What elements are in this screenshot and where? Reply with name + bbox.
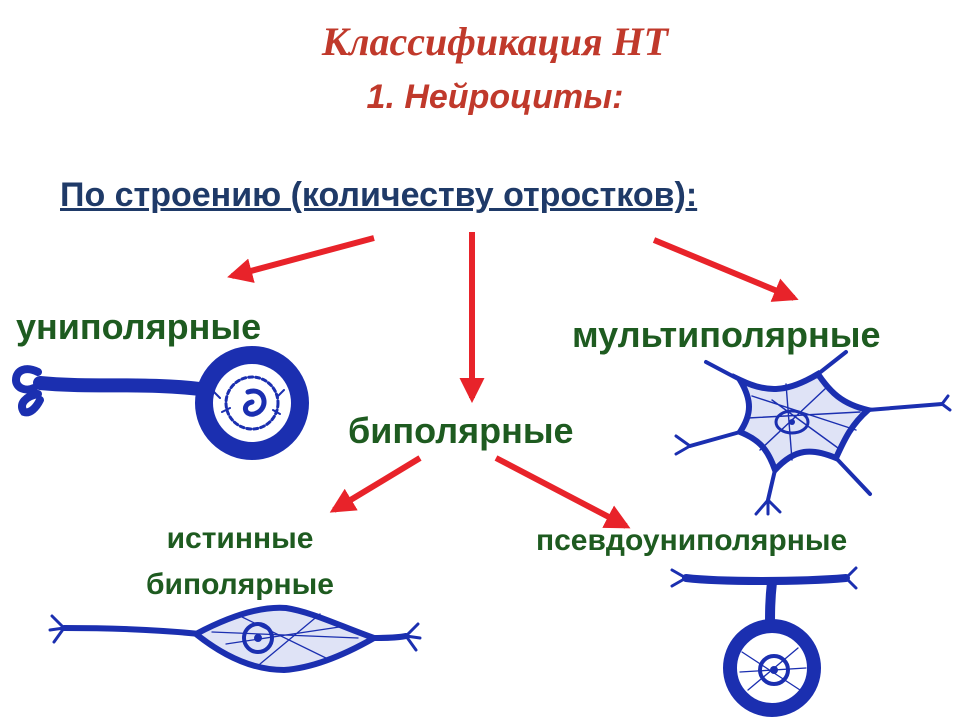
arrow-to-unipolar <box>227 235 375 283</box>
arrows <box>227 232 799 529</box>
classification-subtitle: По строению (количеству отростков): <box>60 176 698 214</box>
true-bipolar-neuron-drawing <box>48 604 422 674</box>
label-true-bipolar-line2: биполярные <box>146 568 334 601</box>
label-bipolar: биполярные <box>348 410 574 451</box>
label-unipolar: униполярные <box>16 306 262 347</box>
arrow-to-true-bipolar <box>329 455 422 513</box>
slide-title: Классификация НТ <box>321 19 669 64</box>
multipolar-neuron-drawing <box>674 350 952 516</box>
label-true-bipolar-line1: истинные <box>166 522 314 555</box>
label-pseudounipolar: псевдоуниполярные <box>536 524 848 557</box>
label-multipolar: мультиполярные <box>572 314 881 355</box>
pseudounipolar-neuron-drawing <box>670 566 858 717</box>
unipolar-neuron-drawing <box>11 346 309 460</box>
arrow-to-pseudounipolar <box>494 455 631 529</box>
slide-heading: 1. Нейроциты: <box>366 78 624 116</box>
arrow-to-multipolar <box>652 237 799 302</box>
label-true-bipolar: истинные биполярные <box>120 516 360 608</box>
